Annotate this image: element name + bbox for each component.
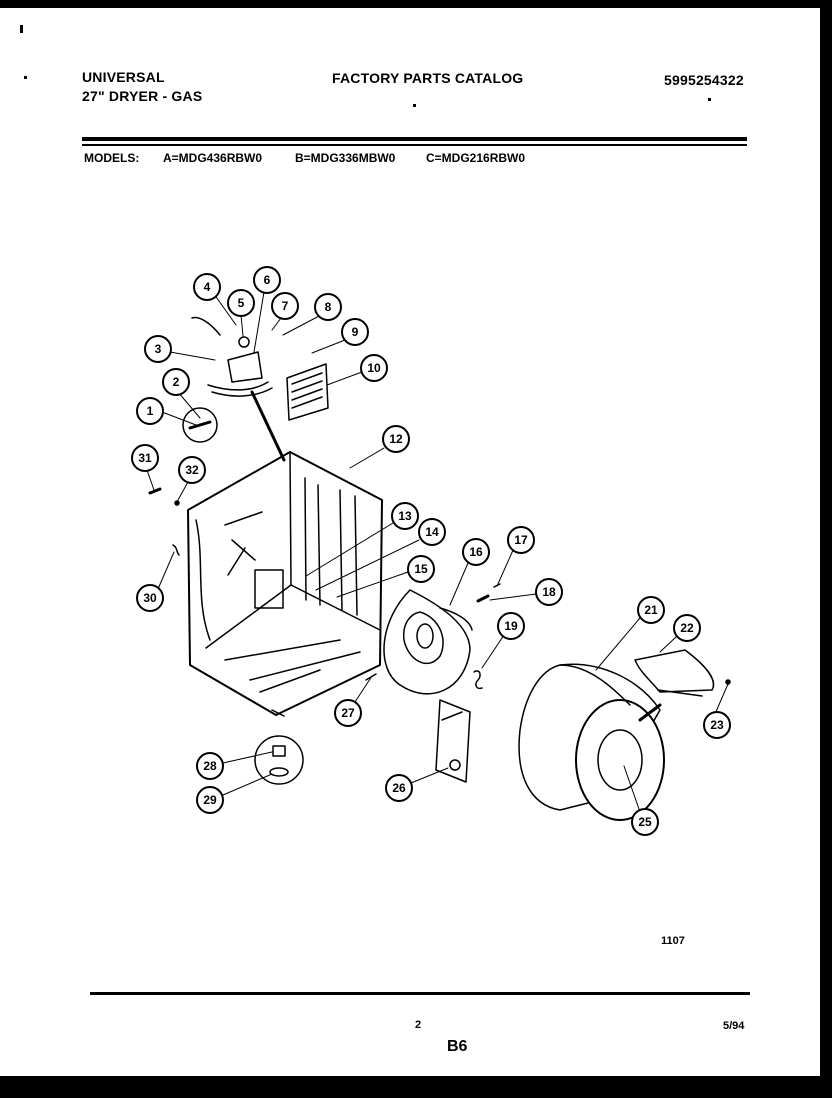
callout-label: 23 — [710, 718, 724, 732]
callout-32: 32 — [178, 456, 206, 484]
header-rule-thin — [82, 144, 747, 146]
callout-6: 6 — [253, 266, 281, 294]
page-number: 2 — [415, 1019, 422, 1031]
callout-label: 9 — [352, 325, 359, 339]
revision-date: 5/94 — [723, 1020, 745, 1032]
blower-housing-drawing — [383, 589, 473, 695]
callout-15: 15 — [407, 555, 435, 583]
scan-speck — [708, 98, 711, 101]
callout-label: 22 — [680, 621, 694, 635]
callout-label: 28 — [203, 759, 217, 773]
models-label: MODELS: — [84, 151, 140, 165]
scan-border-right — [820, 8, 832, 1076]
callout-label: 1 — [147, 404, 154, 418]
callout-label: 7 — [282, 299, 289, 313]
callout-22: 22 — [673, 614, 701, 642]
footer-rule — [90, 992, 750, 995]
catalog-title: FACTORY PARTS CATALOG — [332, 70, 524, 86]
model-a: A=MDG436RBW0 — [163, 151, 263, 165]
small-hardware-drawing — [148, 487, 180, 556]
lint-grill-drawing — [286, 363, 329, 421]
callout-21: 21 — [637, 596, 665, 624]
callout-30: 30 — [136, 584, 164, 612]
callout-label: 31 — [138, 451, 152, 465]
product-name: 27" DRYER - GAS — [82, 88, 203, 104]
brand-name: UNIVERSAL — [82, 69, 165, 85]
callout-2: 2 — [162, 368, 190, 396]
model-b: B=MDG336MBW0 — [295, 151, 396, 165]
scan-speck — [20, 25, 23, 33]
callout-label: 5 — [238, 296, 245, 310]
callout-label: 17 — [514, 533, 528, 547]
scan-border-top — [0, 0, 832, 8]
callout-label: 12 — [389, 432, 403, 446]
leader-lines — [146, 291, 729, 813]
callout-3: 3 — [144, 335, 172, 363]
callout-14: 14 — [418, 518, 446, 546]
drum-drawing — [518, 663, 665, 821]
callout-7: 7 — [271, 292, 299, 320]
callout-31: 31 — [131, 444, 159, 472]
callout-17: 17 — [507, 526, 535, 554]
callout-10: 10 — [360, 354, 388, 382]
callout-28: 28 — [196, 752, 224, 780]
callout-label: 21 — [644, 603, 658, 617]
callout-label: 6 — [264, 273, 271, 287]
callout-4: 4 — [193, 273, 221, 301]
callout-label: 15 — [414, 562, 428, 576]
header-rule-thick — [82, 137, 747, 141]
callout-1: 1 — [136, 397, 164, 425]
scan-speck — [24, 76, 27, 79]
model-c: C=MDG216RBW0 — [426, 151, 526, 165]
callout-label: 2 — [173, 375, 180, 389]
callout-label: 8 — [325, 300, 332, 314]
callout-label: 30 — [143, 591, 157, 605]
callout-26: 26 — [385, 774, 413, 802]
callout-label: 10 — [367, 361, 381, 375]
callout-label: 32 — [185, 463, 199, 477]
callout-label: 18 — [542, 585, 556, 599]
callout-label: 3 — [155, 342, 162, 356]
callout-25: 25 — [631, 808, 659, 836]
callout-27: 27 — [334, 699, 362, 727]
callout-label: 4 — [204, 280, 211, 294]
callout-label: 29 — [203, 793, 217, 807]
callout-23: 23 — [703, 711, 731, 739]
part-number: 5995254322 — [664, 72, 744, 88]
callout-29: 29 — [196, 786, 224, 814]
igniter-bracket-drawing — [191, 316, 286, 462]
callout-19: 19 — [497, 612, 525, 640]
callout-label: 27 — [341, 706, 355, 720]
scan-speck — [413, 104, 416, 107]
screws-and-clips-drawing — [365, 583, 501, 690]
leveler-foot-drawing — [254, 735, 304, 785]
callout-13: 13 — [391, 502, 419, 530]
figure-number: 1107 — [661, 935, 685, 947]
scan-border-bottom — [0, 1076, 832, 1098]
cabinet-drawing — [187, 451, 383, 717]
section-code: B6 — [447, 1038, 468, 1055]
callout-18: 18 — [535, 578, 563, 606]
switch-drawing — [182, 407, 218, 443]
duct-bracket-drawing — [435, 699, 471, 783]
drum-baffle-drawing — [634, 649, 731, 697]
callout-16: 16 — [462, 538, 490, 566]
callout-8: 8 — [314, 293, 342, 321]
callout-5: 5 — [227, 289, 255, 317]
callout-12: 12 — [382, 425, 410, 453]
callout-label: 19 — [504, 619, 518, 633]
callout-label: 25 — [638, 815, 652, 829]
callout-label: 16 — [469, 545, 483, 559]
callout-label: 14 — [425, 525, 439, 539]
callout-9: 9 — [341, 318, 369, 346]
callout-label: 13 — [398, 509, 412, 523]
callout-label: 26 — [392, 781, 406, 795]
